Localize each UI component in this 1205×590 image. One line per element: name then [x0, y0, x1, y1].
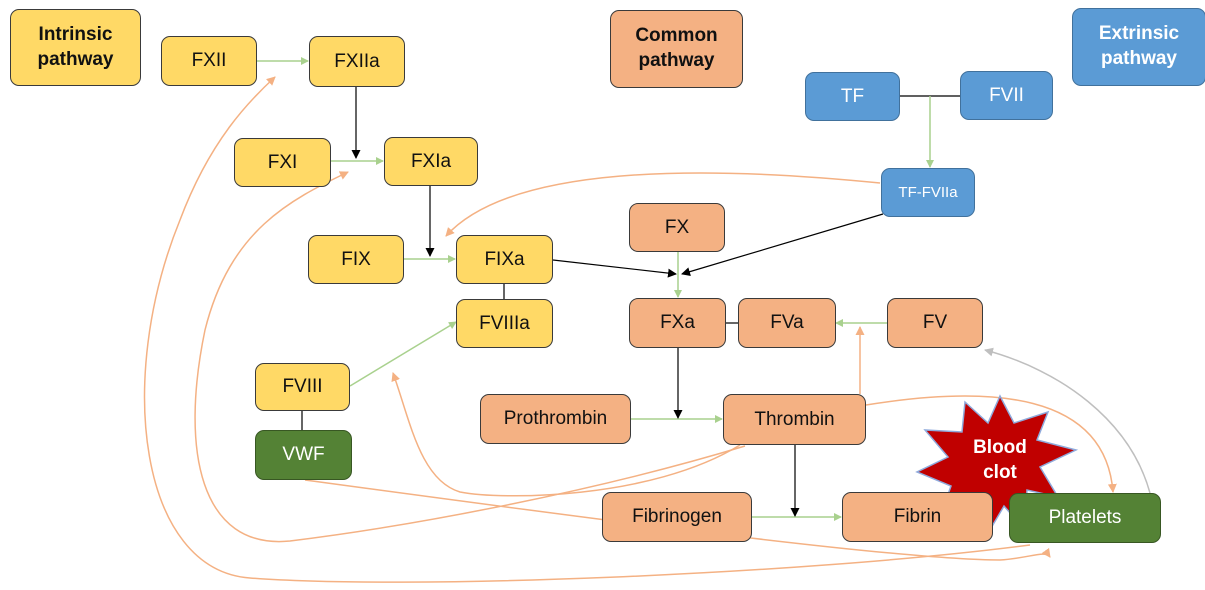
node-fx: FX	[629, 203, 725, 252]
platelets-to-fv-arrow	[984, 347, 1151, 494]
platelets-to-fxii-feedback	[143, 76, 1031, 583]
node-vwf: VWF	[255, 430, 352, 480]
node-fva: FVa	[738, 298, 836, 348]
thrombin-to-fviii-feedback	[391, 372, 741, 497]
node-thrombin: Thrombin	[723, 394, 866, 445]
fviii-to-fviiia-arrow	[349, 321, 457, 387]
node-fibrinogen: Fibrinogen	[602, 492, 752, 542]
node-fxia: FXIa	[384, 137, 478, 186]
node-platelets: Platelets	[1009, 493, 1161, 543]
blood-clot-label: Blood clot	[973, 437, 1027, 483]
node-fix: FIX	[308, 235, 404, 284]
tffviia-to-fixa-feedback	[445, 172, 881, 237]
node-fxa: FXa	[629, 298, 726, 348]
node-fviii: FVIII	[255, 363, 350, 411]
vwf-to-platelets-feedback	[304, 479, 1051, 561]
node-prothrombin: Prothrombin	[480, 394, 631, 444]
fixa-to-fx-arrow	[552, 259, 677, 278]
node-tf-fviia: TF-FVIIa	[881, 168, 975, 217]
node-tf: TF	[805, 72, 900, 121]
node-fvii: FVII	[960, 71, 1053, 120]
node-fibrin: Fibrin	[842, 492, 993, 542]
thrombin-to-platelets-feedback	[865, 395, 1117, 493]
node-fxi: FXI	[234, 138, 331, 187]
node-fxii: FXII	[161, 36, 257, 86]
thrombin-to-fxi-feedback	[194, 171, 746, 543]
legend-common: Common pathway	[610, 10, 743, 88]
node-fv: FV	[887, 298, 983, 348]
node-fxiia: FXIIa	[309, 36, 405, 87]
legend-extrinsic: Extrinsic pathway	[1072, 8, 1205, 86]
tffviia-to-fx-arrow	[681, 213, 884, 277]
legend-intrinsic: Intrinsic pathway	[10, 9, 141, 86]
node-fviiia: FVIIIa	[456, 299, 553, 348]
node-fixa: FIXa	[456, 235, 553, 284]
